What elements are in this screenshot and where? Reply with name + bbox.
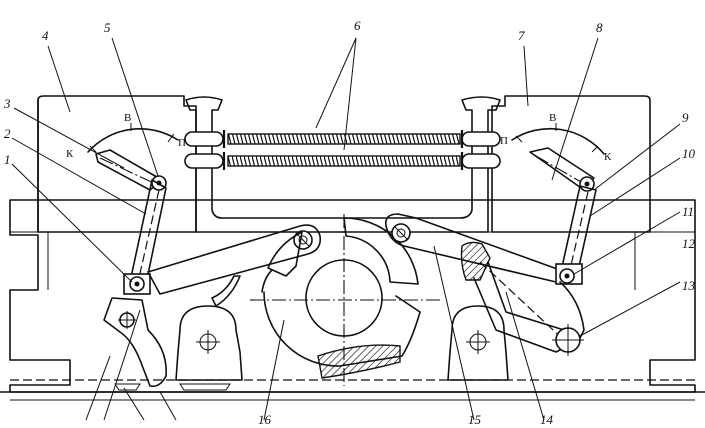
left-lever bbox=[147, 224, 322, 295]
callout-2: 2 bbox=[4, 126, 11, 141]
right-dial: В П К bbox=[500, 112, 612, 192]
callout-11: 11 bbox=[682, 204, 694, 219]
leader-lines bbox=[11, 37, 681, 421]
callout-9: 9 bbox=[682, 110, 689, 125]
dial-left-left-letter: К bbox=[66, 148, 74, 160]
right-lever-14 bbox=[460, 241, 573, 353]
callout-15: 15 bbox=[468, 412, 482, 427]
callout-7: 7 bbox=[518, 28, 525, 43]
cam-disc bbox=[250, 214, 440, 386]
callout-5: 5 bbox=[104, 20, 111, 35]
dial-left-right-letter: П bbox=[178, 137, 186, 149]
spring-lower bbox=[222, 152, 464, 170]
callout-4: 4 bbox=[42, 28, 49, 43]
callout-10: 10 bbox=[682, 146, 696, 161]
dial-right-right-letter: К bbox=[604, 151, 612, 163]
dial-right-left-letter: П bbox=[500, 135, 508, 147]
spring-upper bbox=[222, 130, 464, 148]
callout-14: 14 bbox=[540, 412, 554, 427]
callout-13: 13 bbox=[682, 278, 696, 293]
dial-right-top-letter: В bbox=[549, 112, 556, 124]
left-support bbox=[175, 305, 243, 381]
left-hook bbox=[103, 275, 241, 388]
left-link bbox=[123, 179, 167, 295]
right-pivot-13 bbox=[552, 324, 584, 356]
callout-8: 8 bbox=[596, 20, 603, 35]
right-housing bbox=[491, 95, 651, 233]
callout-12: 12 bbox=[682, 236, 696, 251]
callout-3: 3 bbox=[3, 96, 11, 111]
right-support bbox=[447, 305, 509, 381]
callout-numbers: 4 5 6 7 8 3 2 1 9 10 11 12 13 14 15 16 bbox=[3, 18, 696, 427]
callout-6: 6 bbox=[354, 18, 361, 33]
callout-16: 16 bbox=[258, 412, 272, 427]
dial-left-top-letter: В bbox=[124, 112, 131, 124]
right-link bbox=[555, 185, 597, 347]
callout-1: 1 bbox=[4, 152, 11, 167]
